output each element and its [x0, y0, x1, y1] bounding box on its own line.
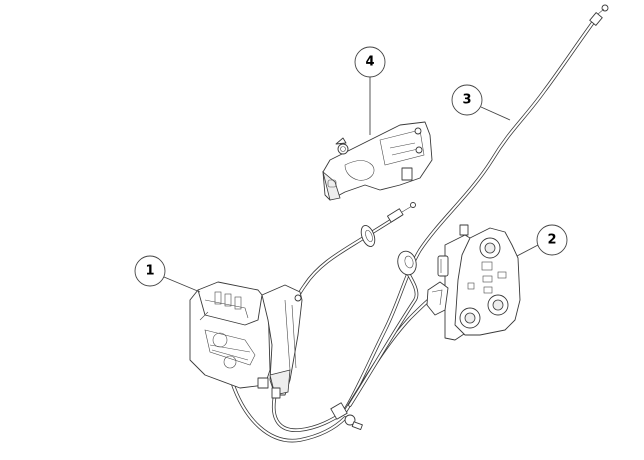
- cable-handle-to-latch: [295, 233, 370, 300]
- harness-clip: [330, 402, 363, 430]
- callout-2-leader: [516, 244, 539, 257]
- callouts: 1 2 3 4: [134, 46, 568, 293]
- cable-3-grommet: [397, 250, 417, 276]
- callout-1-leader: [163, 276, 201, 293]
- callout-4-label: 4: [365, 55, 374, 70]
- handle-cable-fitting: [360, 202, 416, 247]
- callout-1-label: 1: [145, 264, 154, 279]
- cable-3-end-fitting: [589, 4, 609, 26]
- callout-3-leader: [480, 106, 511, 121]
- callout-2-label: 2: [547, 233, 556, 248]
- callout-3-label: 3: [462, 93, 471, 108]
- cable-3: [343, 15, 599, 412]
- callout-1-circle: [134, 255, 166, 287]
- callout-3: 3: [451, 84, 511, 121]
- part-4-handle-carrier: [322, 121, 433, 201]
- callout-4: 4: [354, 46, 386, 135]
- callout-2-circle: [536, 224, 568, 256]
- callout-3-circle: [451, 84, 483, 116]
- callout-2: 2: [516, 224, 568, 257]
- part-2-latch-module: [426, 224, 521, 341]
- cables: [230, 15, 599, 443]
- part-1-latch-actuator: [189, 281, 303, 399]
- callout-4-circle: [354, 46, 386, 78]
- callout-1: 1: [134, 255, 201, 293]
